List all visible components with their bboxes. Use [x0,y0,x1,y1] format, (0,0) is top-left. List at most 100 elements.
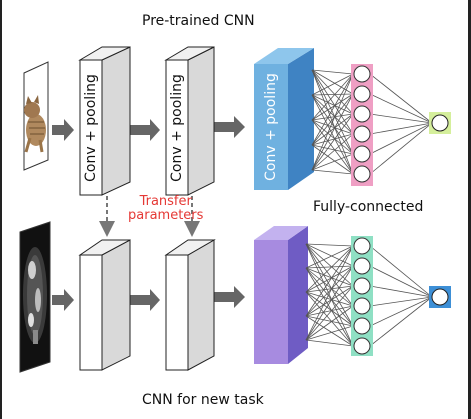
bottom-fc-node [353,257,371,275]
arrow-conv1-to-conv2-top [130,119,160,141]
arrow-conv2-to-conv3-bottom [214,286,245,308]
top-conv-block-3 [254,48,314,190]
conv-pooling-label-3: Conv + pooling [263,73,279,181]
bottom-connection-line [305,267,354,327]
bottom-connection-line [305,245,354,341]
ct-scan-image-icon [19,221,51,373]
top-fc-node [353,65,371,83]
bottom-connection-line-out [369,296,433,307]
bottom-connection-line [305,325,354,341]
bottom-connection-line [305,243,354,267]
top-connection-line-out [369,113,433,124]
bottom-conv-block-3 [254,226,308,364]
bottom-connection-line [305,315,354,327]
top-connection-line [311,153,354,171]
bottom-connection-line [305,305,354,317]
bottom-connection-line-out [369,285,433,298]
top-connection-line-out [369,93,433,124]
bottom-connection-line [305,305,354,341]
bottom-connection-line-out [369,296,433,327]
bottom-conv-block-2 [164,239,216,371]
bottom-fc-node [353,237,371,255]
bottom-fc-connections [305,243,433,347]
bottom-connection-line [305,243,354,347]
bottom-connection-line [305,339,354,347]
bottom-conv-block-1 [78,239,131,371]
top-connection-line [311,73,354,96]
conv-pooling-label-2: Conv + pooling [169,74,185,182]
bottom-connection-line [305,291,354,347]
top-connection-line [311,133,354,146]
top-connection-line-out [369,122,433,155]
arrow-input-to-conv1-bottom [52,289,74,311]
bottom-fc-layer [351,236,373,356]
bottom-connection-line [305,267,354,347]
bottom-connection-line [305,267,354,307]
top-network-title: Pre-trained CNN [142,13,255,29]
top-connection-line [311,144,354,155]
top-output-node [429,112,451,134]
bottom-network-title: CNN for new task [142,392,264,408]
top-connection-line [311,93,354,96]
bottom-connection-line [305,267,354,287]
top-connection-line [311,113,354,171]
bottom-connection-line [305,243,354,247]
bottom-connection-line [305,315,354,347]
bottom-connection-line [305,265,354,269]
top-connection-line [311,133,354,171]
transfer-label-line: parameters [128,208,204,223]
top-connection-line [311,94,354,115]
bottom-connection-line [305,245,354,269]
bottom-connection-line [305,291,354,307]
top-connection-line-out [369,122,433,135]
bottom-fc-node [353,277,371,295]
top-fc-node [353,85,371,103]
top-connection-line [311,144,354,175]
top-connection-line [311,94,354,135]
top-connection-line-out [369,73,433,124]
bottom-connection-line [305,265,354,341]
top-fc-node [353,145,371,163]
top-connection-line [311,73,354,171]
top-connection-line [311,93,354,171]
bottom-connection-line [305,265,354,317]
conv-pooling-label-1: Conv + pooling [83,74,99,182]
bottom-connection-line-out [369,245,433,298]
top-fc-node [353,105,371,123]
top-connection-line [311,69,354,75]
bottom-connection-line [305,245,354,293]
bottom-connection-line [305,285,354,341]
transfer-label-line: Transfer [139,194,192,209]
bottom-fc-node [353,297,371,315]
top-connection-line [311,93,354,146]
bottom-connection-line [305,265,354,293]
bottom-connection-line [305,245,354,317]
bottom-fc-node [353,317,371,335]
top-fc-node [353,165,371,183]
top-connection-line [311,73,354,121]
top-connection-line [311,113,354,146]
top-connection-line [311,169,354,175]
bottom-fc-node [353,337,371,355]
top-connection-line [311,119,354,135]
top-conv-block-2 [164,46,215,196]
cat-photo-icon [23,61,49,171]
top-connection-line [311,113,354,121]
bottom-connection-line [305,243,354,307]
top-fc-connections [311,69,433,175]
top-connection-line [311,94,354,155]
arrow-conv1-to-conv2-bottom [130,289,160,311]
bottom-connection-line [305,243,354,327]
top-connection-line [311,119,354,155]
flow-arrows-bottom [52,286,245,311]
top-fc-node [353,125,371,143]
bottom-connection-line [305,285,354,317]
bottom-connection-line [305,285,354,293]
bottom-connection-line [305,291,354,327]
bottom-connection-line-out [369,265,433,298]
top-connection-line-out [369,122,433,175]
